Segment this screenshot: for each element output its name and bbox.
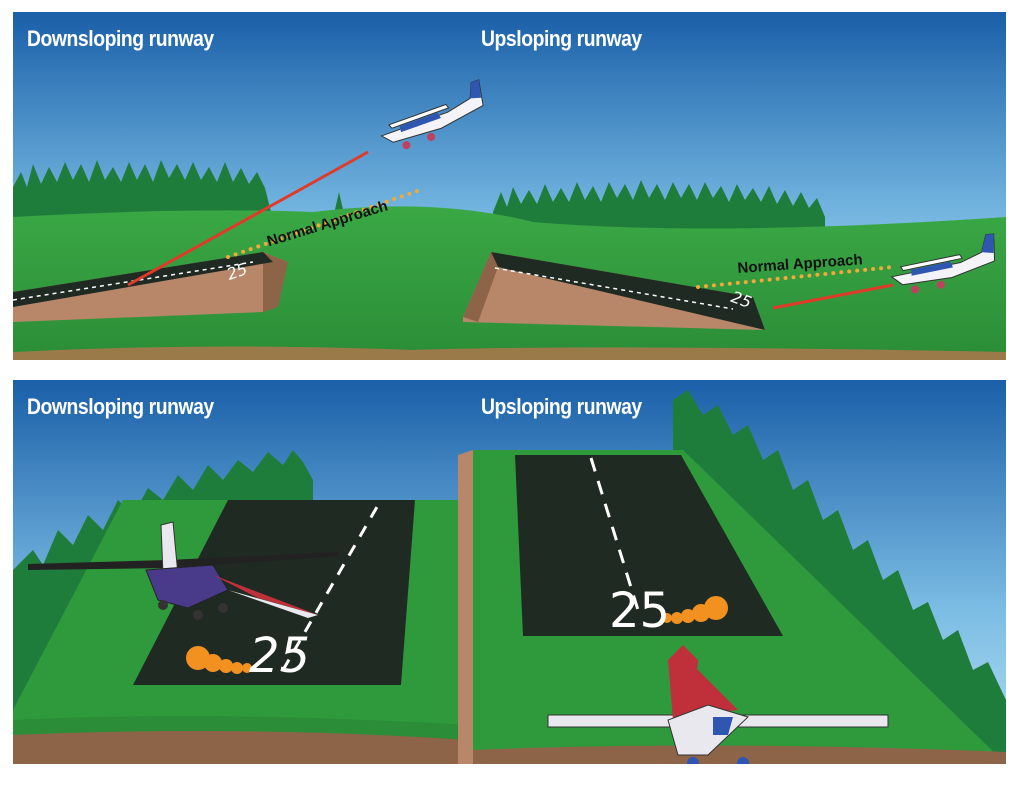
airplane-right-low: [890, 233, 996, 294]
left-centerline: [281, 499, 383, 671]
bottom-right-heading: Upsloping runway: [481, 394, 642, 419]
airplane-left-side: [28, 521, 340, 620]
cliff-face: [458, 450, 475, 764]
tree-line-right: [493, 180, 825, 232]
top-panel-approach-views: Downsloping runway Upsloping runway Norm…: [13, 12, 1006, 360]
tree-line-left: [13, 160, 271, 227]
airplane-left-high: [380, 79, 484, 150]
top-scene-illustration: [13, 12, 1006, 360]
bottom-left-runway-number: 25: [249, 628, 311, 684]
left-runway: [133, 500, 415, 685]
left-runway-block: [13, 252, 288, 322]
airplane-right-rear: [547, 645, 889, 764]
bottom-right-runway-number: 25: [609, 583, 671, 639]
ground-dirt-strip: [13, 346, 1006, 360]
left-sight-line: [127, 150, 369, 287]
top-right-heading: Upsloping runway: [481, 26, 642, 51]
right-runway-block: [463, 252, 765, 330]
right-sight-line: [772, 283, 894, 310]
top-left-heading: Downsloping runway: [27, 26, 214, 51]
left-dirt-strip: [13, 731, 468, 764]
right-touchdown-smoke: [662, 596, 728, 624]
bottom-left-heading: Downsloping runway: [27, 394, 214, 419]
left-touchdown-smoke: [186, 646, 252, 674]
bottom-scene-illustration: [13, 380, 1006, 764]
right-runway: [515, 455, 783, 636]
right-dirt-strip: [473, 745, 1006, 764]
right-centerline: [589, 457, 640, 611]
bottom-panel-pilot-views: Downsloping runway Upsloping runway 25 2…: [13, 380, 1006, 764]
left-approach-dots: [226, 187, 425, 259]
right-approach-dots: [696, 265, 895, 289]
